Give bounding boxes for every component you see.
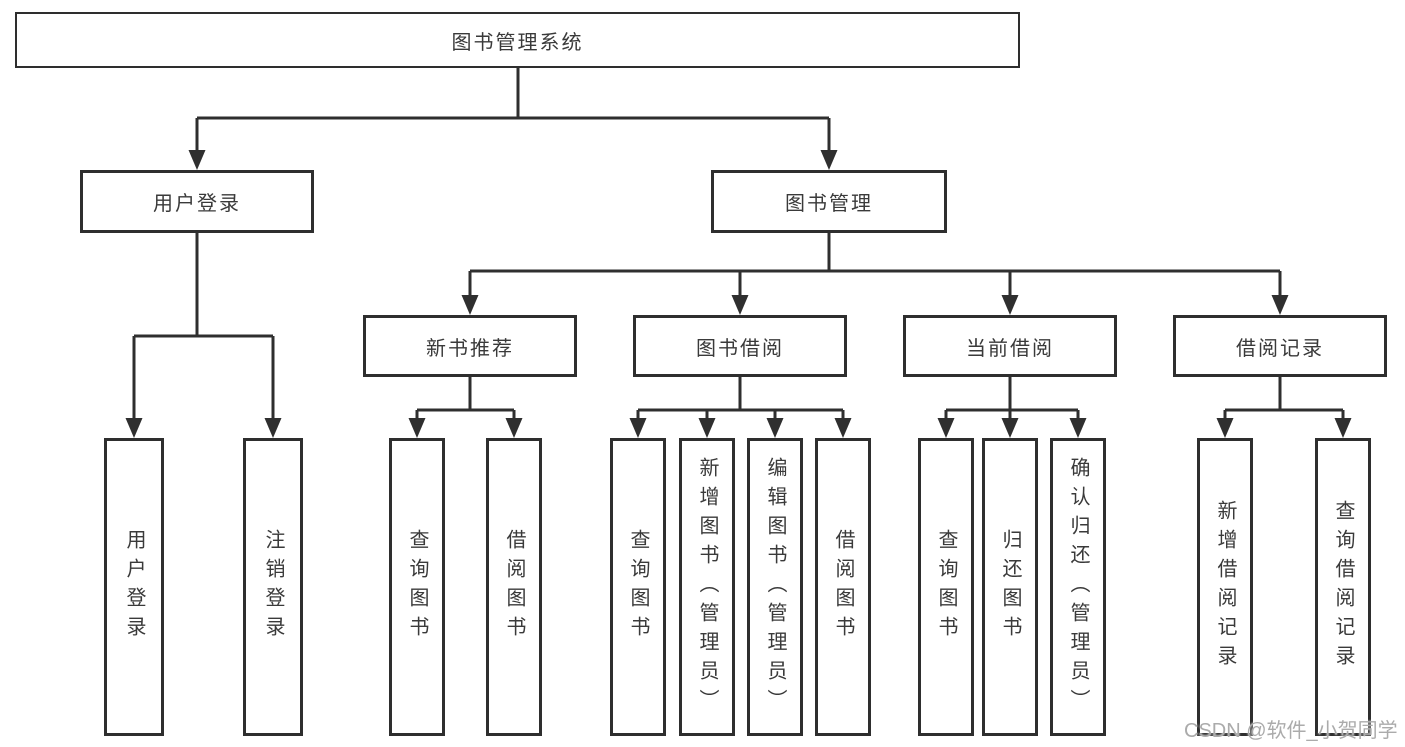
arrow-down-icon <box>1001 418 1019 438</box>
leaf-return-books: 归还图书 <box>982 438 1038 736</box>
node-label: 图书管理系统 <box>451 31 584 54</box>
node-label: 用户登录 <box>123 529 145 645</box>
leaf-confirm-return-admin: 确认归还（管理员） <box>1050 438 1106 736</box>
leaf-query-books-current: 查询图书 <box>918 438 974 736</box>
arrow-down-icon <box>834 418 852 438</box>
node-label: 借阅图书 <box>832 529 854 645</box>
arrow-down-icon <box>820 150 838 170</box>
connector-current-borrow-branch <box>944 377 1080 420</box>
arrow-down-icon <box>505 418 523 438</box>
node-library-management-system: 图书管理系统 <box>15 12 1020 68</box>
node-label: 查询图书 <box>627 529 649 645</box>
connector-user-login-branch <box>132 233 275 420</box>
node-label: 新增图书（管理员） <box>696 456 718 718</box>
arrow-down-icon <box>731 295 749 315</box>
node-label: 注销登录 <box>262 529 284 645</box>
arrow-down-icon <box>937 418 955 438</box>
node-borrow-records: 借阅记录 <box>1173 315 1387 377</box>
arrow-down-icon <box>188 150 206 170</box>
leaf-query-borrow-record: 查询借阅记录 <box>1315 438 1371 736</box>
node-book-management: 图书管理 <box>711 170 947 233</box>
leaf-borrow-books-recommend: 借阅图书 <box>486 438 542 736</box>
leaf-logout: 注销登录 <box>243 438 303 736</box>
leaf-edit-books-admin: 编辑图书（管理员） <box>747 438 803 736</box>
node-label: 用户登录 <box>153 193 241 215</box>
node-label: 当前借阅 <box>966 337 1054 360</box>
arrow-down-icon <box>1001 295 1019 315</box>
connector-new-book-branch <box>415 377 516 420</box>
node-label: 查询借阅记录 <box>1332 500 1354 674</box>
node-label: 图书借阅 <box>696 337 784 360</box>
connector-root-branch <box>195 68 831 152</box>
leaf-user-login: 用户登录 <box>104 438 164 736</box>
arrow-down-icon <box>1216 418 1234 438</box>
arrow-down-icon <box>1271 295 1289 315</box>
connector-borrow-record-branch <box>1223 377 1345 420</box>
arrow-down-icon <box>698 418 716 438</box>
leaf-add-books-admin: 新增图书（管理员） <box>679 438 735 736</box>
node-label: 查询图书 <box>406 529 428 645</box>
node-user-login: 用户登录 <box>80 170 314 233</box>
node-label: 新书推荐 <box>426 337 514 360</box>
node-label: 图书管理 <box>785 193 873 215</box>
arrow-down-icon <box>1334 418 1352 438</box>
node-current-borrowing: 当前借阅 <box>903 315 1117 377</box>
arrow-down-icon <box>461 295 479 315</box>
arrow-down-icon <box>1069 418 1087 438</box>
node-label: 归还图书 <box>999 529 1021 645</box>
node-label: 新增借阅记录 <box>1214 500 1236 674</box>
connector-book-borrow-branch <box>636 377 845 420</box>
node-book-borrowing: 图书借阅 <box>633 315 847 377</box>
node-label: 编辑图书（管理员） <box>764 456 786 718</box>
node-label: 查询图书 <box>935 529 957 645</box>
arrow-down-icon <box>264 418 282 438</box>
arrow-down-icon <box>766 418 784 438</box>
connector-book-management-branch <box>468 233 1282 297</box>
node-new-book-recommend: 新书推荐 <box>363 315 577 377</box>
leaf-query-books-borrowing: 查询图书 <box>610 438 666 736</box>
arrow-down-icon <box>629 418 647 438</box>
node-label: 借阅图书 <box>503 529 525 645</box>
leaf-borrow-books: 借阅图书 <box>815 438 871 736</box>
arrow-down-icon <box>125 418 143 438</box>
csdn-watermark: CSDN @软件_小贺同学 <box>1184 720 1398 742</box>
arrow-down-icon <box>408 418 426 438</box>
node-label: 确认归还（管理员） <box>1067 456 1089 718</box>
node-label: 借阅记录 <box>1236 337 1324 360</box>
leaf-add-borrow-record: 新增借阅记录 <box>1197 438 1253 736</box>
leaf-query-books-recommend: 查询图书 <box>389 438 445 736</box>
